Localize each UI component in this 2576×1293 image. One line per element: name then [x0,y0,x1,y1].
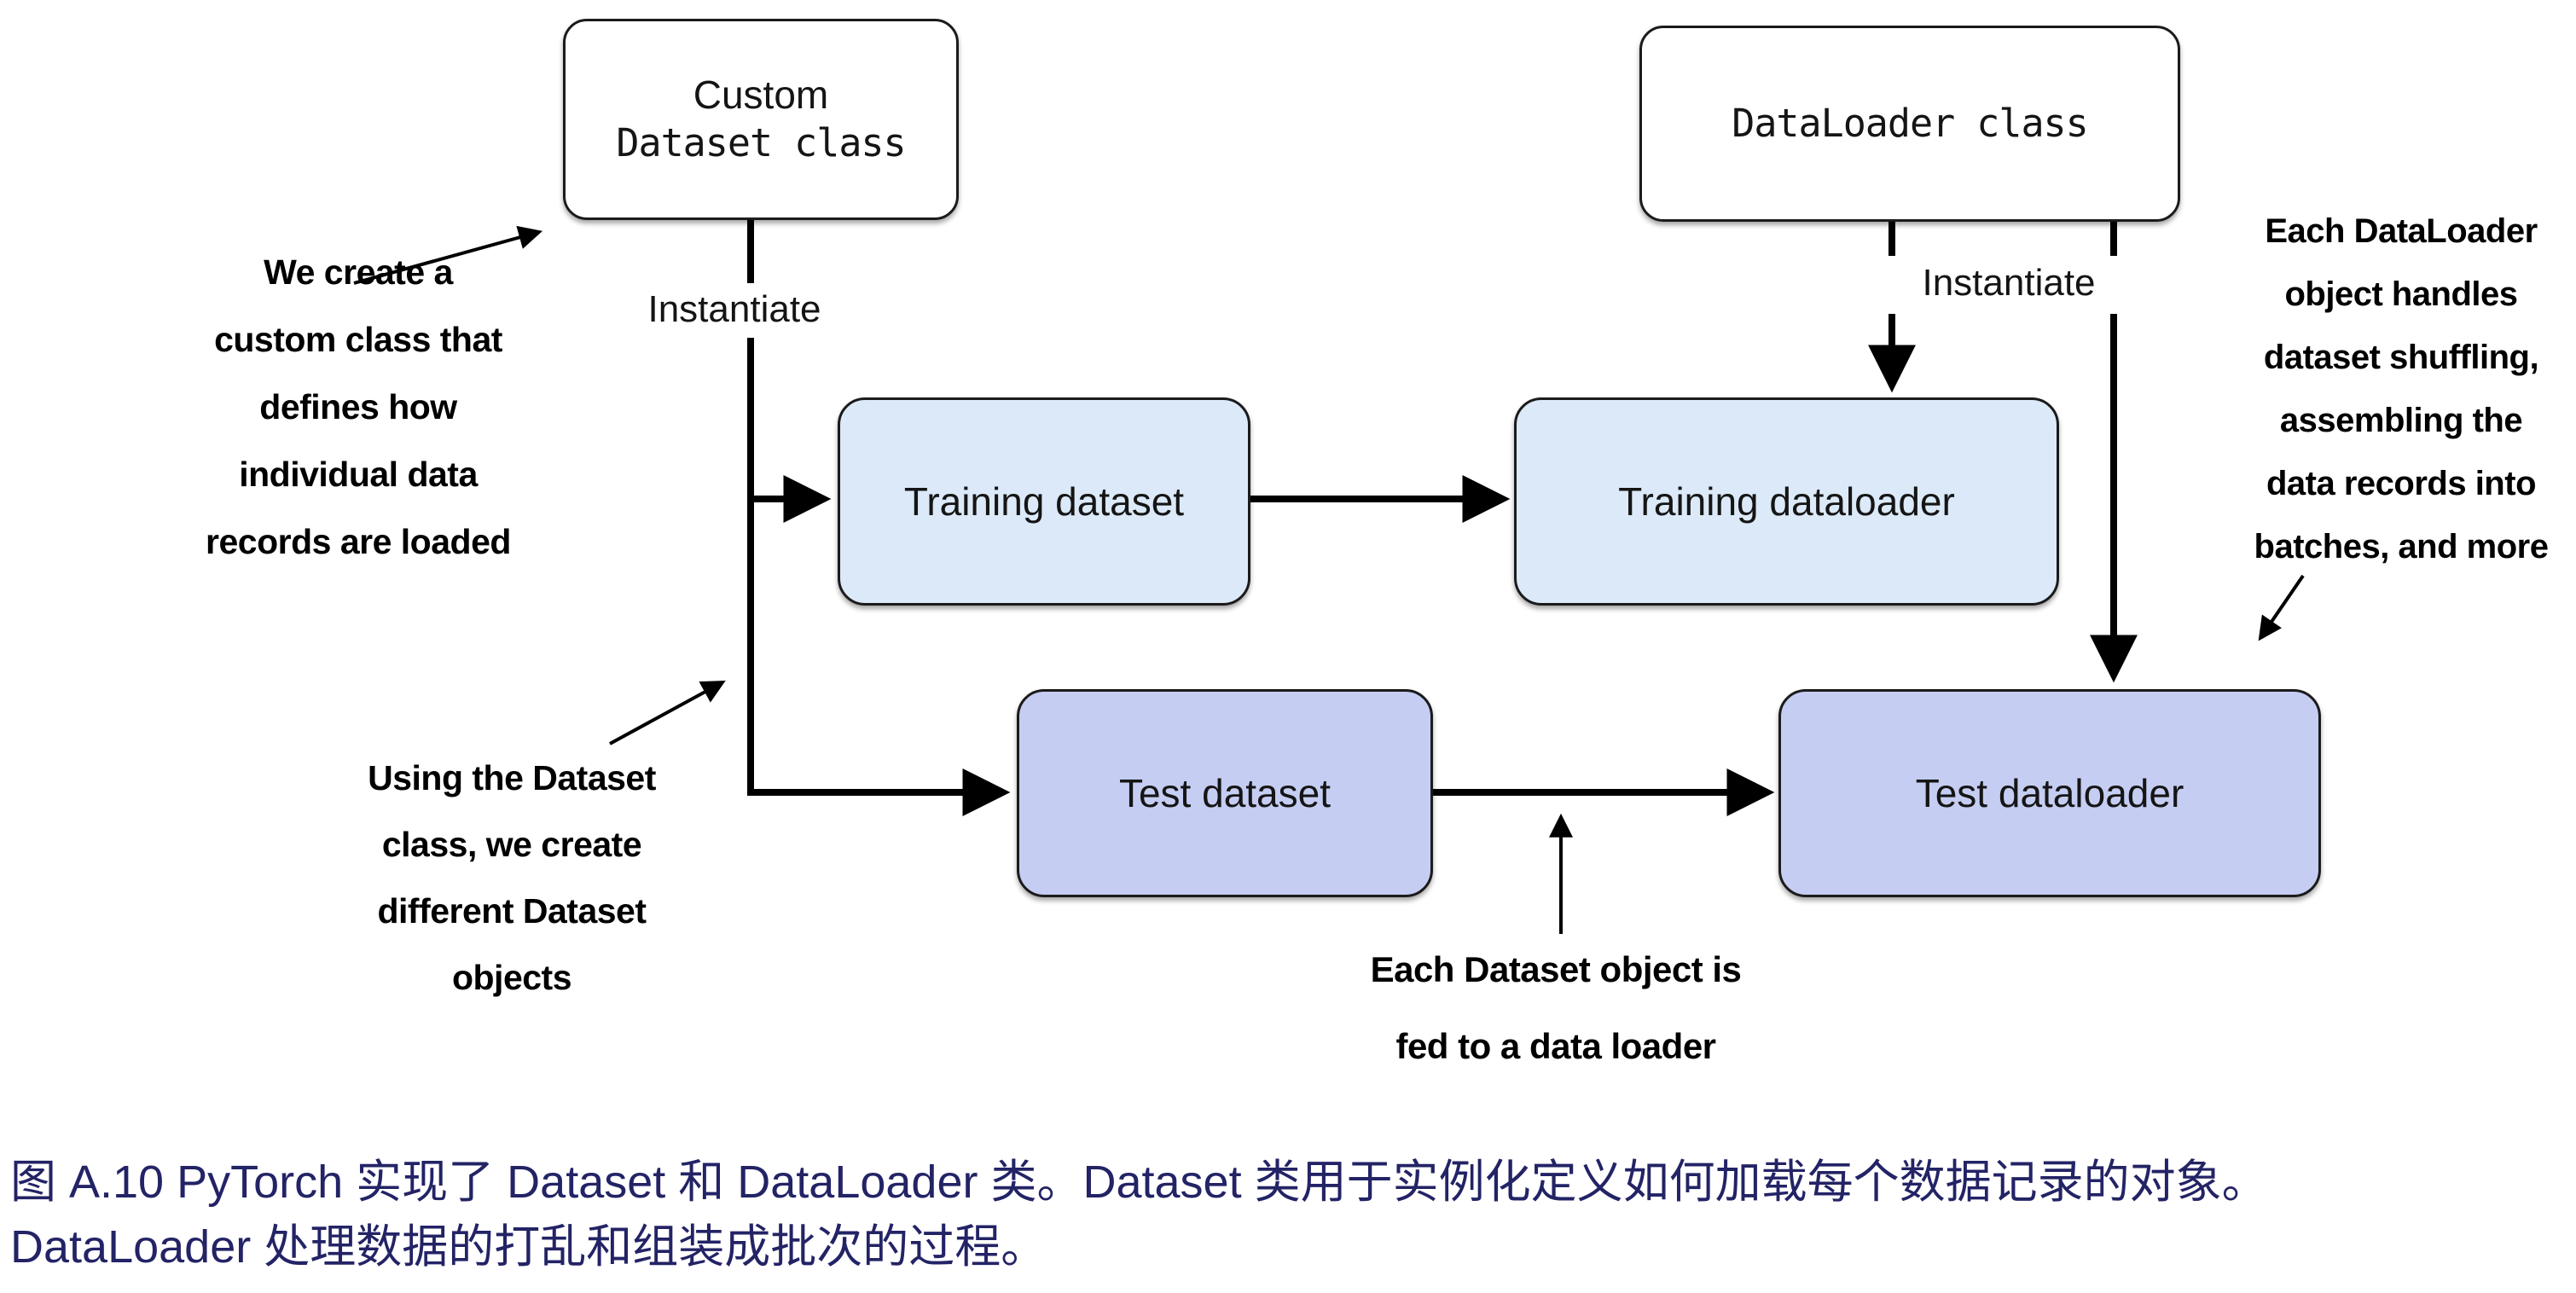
annotation-line: data records into [2266,465,2537,502]
test-dataset-label: Test dataset [1118,771,1332,815]
annotation-line: class, we create [381,825,642,864]
annotation-each-dataloader: Each DataLoader object handles dataset s… [2231,200,2572,578]
test-dataloader-box: Test dataloader [1778,689,2321,897]
annotation-line: We create a [264,252,453,292]
annotation-line: custom class that [214,320,502,359]
annotation-line: Each DataLoader [2265,212,2538,250]
pointer-each-dataloader-annotation [2258,574,2305,641]
test-dataloader-label: Test dataloader [1915,771,2184,815]
training-dataset-label: Training dataset [903,479,1185,524]
dataloader-class-box: DataLoader class [1639,26,2180,222]
annotation-line: fed to a data loader [1395,1026,1716,1066]
custom-dataset-class-box: Custom Dataset class [563,19,959,220]
annotation-line: individual data [239,455,478,494]
annotation-line: assembling the [2279,402,2523,439]
pointer-we-create-annotation [353,225,543,285]
annotation-line: defines how [259,387,457,426]
caption-line-2: DataLoader 处理数据的打乱和组装成批次的过程。 [10,1221,1047,1273]
training-dataloader-box: Training dataloader [1514,397,2059,606]
annotation-we-create: We create a custom class that defines ho… [102,239,614,576]
annotation-using-dataset: Using the Dataset class, we create diffe… [273,745,751,1011]
pointer-using-dataset-annotation [609,680,726,745]
annotation-line: object handles [2284,275,2518,313]
annotation-line: objects [451,958,572,997]
annotation-line: different Dataset [377,891,647,931]
annotation-line: dataset shuffling, [2263,339,2539,376]
annotation-line: Each Dataset object is [1370,949,1742,989]
instantiate-label-right: Instantiate [1922,262,2096,304]
custom-dataset-class-label-line2: Dataset class [616,120,906,165]
training-dataloader-label: Training dataloader [1618,479,1955,524]
dataloader-class-label: DataLoader class [1732,101,2088,146]
training-dataset-box: Training dataset [838,397,1250,606]
custom-dataset-class-label-line1: Custom [693,72,829,117]
instantiate-label-left: Instantiate [647,288,821,330]
test-dataset-box: Test dataset [1017,689,1433,897]
annotation-line: batches, and more [2254,528,2549,565]
annotation-fed-to-loader: Each Dataset object is fed to a data loa… [1317,931,1795,1085]
figure-caption: 图 A.10 PyTorch 实现了 Dataset 和 DataLoader … [10,1150,2561,1279]
caption-line-1: 图 A.10 PyTorch 实现了 Dataset 和 DataLoader … [10,1157,2268,1208]
annotation-line: records are loaded [206,522,511,561]
annotation-line: Using the Dataset [368,758,656,797]
arrow-custom-to-test-dataset [747,338,1011,816]
